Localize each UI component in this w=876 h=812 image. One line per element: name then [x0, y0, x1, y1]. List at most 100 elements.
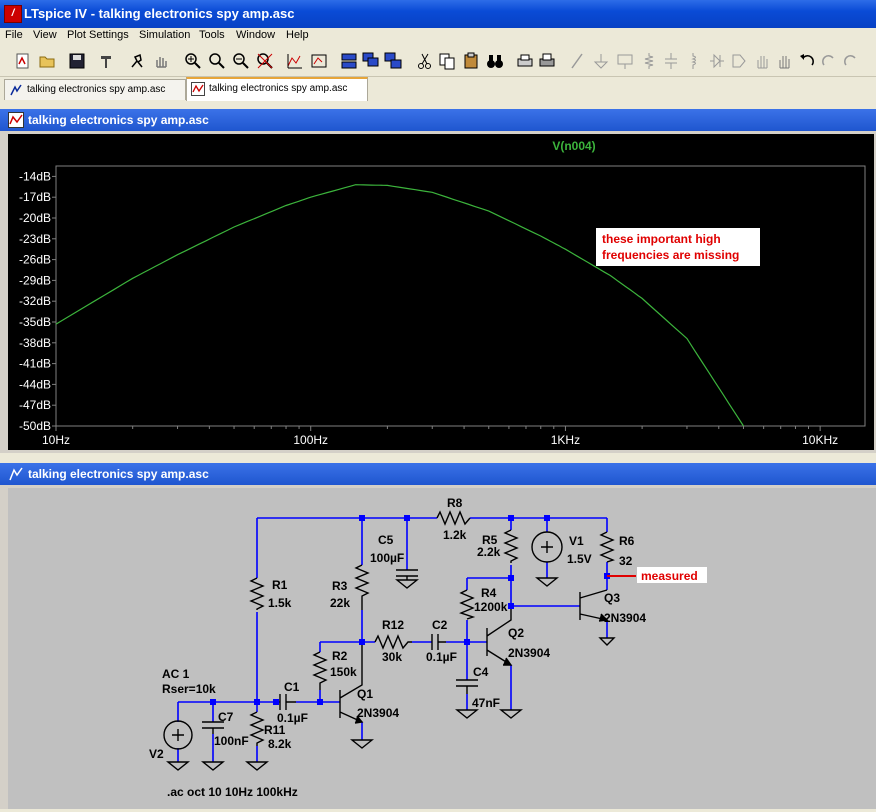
zoom-out-icon[interactable]	[232, 52, 250, 70]
autorange-icon[interactable]	[286, 52, 304, 70]
spice-directive[interactable]: .ac oct 10 10Hz 100kHz	[167, 785, 298, 799]
label-r6[interactable]: R6	[619, 534, 635, 548]
label-q1[interactable]: Q1	[357, 687, 373, 701]
label-r3[interactable]: R3	[332, 579, 348, 593]
rotate-icon[interactable]	[842, 52, 860, 70]
label-c5[interactable]: C5	[378, 533, 394, 547]
value-r2[interactable]: 150k	[330, 665, 357, 679]
label-r1[interactable]: R1	[272, 578, 288, 592]
label-q2[interactable]: Q2	[508, 626, 524, 640]
value-q2[interactable]: 2N3904	[508, 646, 550, 660]
value-c2[interactable]: 0.1µF	[426, 650, 457, 664]
diode-icon[interactable]	[708, 52, 726, 70]
pan-zoom-icon[interactable]	[208, 52, 226, 70]
schematic-drawing[interactable]: R8 1.2k C5 100µF R5 2.2k V1 1.5V R6 32 m…	[8, 488, 876, 809]
paste-icon[interactable]	[462, 52, 480, 70]
value-r11[interactable]: 8.2k	[268, 737, 292, 751]
halt-hand-icon[interactable]	[152, 52, 170, 70]
label-c2[interactable]: C2	[432, 618, 448, 632]
measured-label[interactable]: measured	[641, 569, 698, 583]
draw-wire-icon[interactable]	[568, 52, 586, 70]
plot-window-title-bar[interactable]: talking electronics spy amp.asc	[0, 109, 876, 131]
label-r5[interactable]: R5	[482, 533, 498, 547]
value-r4[interactable]: 1200k	[474, 600, 508, 614]
value-r8[interactable]: 1.2k	[443, 528, 467, 542]
capacitor-icon[interactable]	[662, 52, 680, 70]
run-simulation-icon[interactable]	[128, 52, 146, 70]
value-c4[interactable]: 47nF	[472, 696, 500, 710]
bode-plot[interactable]: -14dB-17dB-20dB-23dB-26dB-29dB-32dB-35dB…	[8, 134, 874, 450]
menu-window[interactable]: Window	[236, 29, 276, 41]
print-icon[interactable]	[538, 52, 556, 70]
undo-icon[interactable]	[798, 52, 816, 70]
value-q3[interactable]: 2N3904	[604, 611, 646, 625]
find-binoculars-icon[interactable]	[486, 52, 504, 70]
open-folder-icon[interactable]	[38, 52, 56, 70]
menu-file[interactable]: File	[5, 29, 23, 41]
label-net-icon[interactable]	[616, 52, 634, 70]
copy-icon[interactable]	[438, 52, 456, 70]
label-c1[interactable]: C1	[284, 680, 300, 694]
menu-view[interactable]: View	[33, 29, 57, 41]
trace-v-n004[interactable]	[55, 184, 745, 427]
source-ac-value[interactable]: AC 1	[162, 667, 190, 681]
label-v1[interactable]: V1	[569, 534, 584, 548]
zoom-fit-cancel-icon[interactable]	[256, 52, 274, 70]
pick-visible-traces-icon[interactable]	[310, 52, 328, 70]
y-tick-label: -41dB	[19, 357, 51, 371]
inductor-icon[interactable]	[684, 52, 702, 70]
value-v1[interactable]: 1.5V	[567, 552, 592, 566]
label-r12[interactable]: R12	[382, 618, 404, 632]
value-r3[interactable]: 22k	[330, 596, 350, 610]
menu-plot-settings[interactable]: Plot Settings	[67, 29, 129, 41]
tab-waveform[interactable]: talking electronics spy amp.asc	[186, 77, 368, 101]
label-v2[interactable]: V2	[149, 747, 164, 761]
value-r12[interactable]: 30k	[382, 650, 402, 664]
plot-area[interactable]: -14dB-17dB-20dB-23dB-26dB-29dB-32dB-35dB…	[8, 134, 874, 450]
tile-vertical-icon[interactable]	[384, 52, 402, 70]
tile-horizontal-icon[interactable]	[340, 52, 358, 70]
ltspice-app-icon[interactable]: /	[4, 5, 22, 23]
value-r1[interactable]: 1.5k	[268, 596, 292, 610]
tab-schematic[interactable]: talking electronics spy amp.asc	[4, 79, 186, 100]
value-c1[interactable]: 0.1µF	[277, 711, 308, 725]
schematic-window-title-bar[interactable]: talking electronics spy amp.asc	[0, 463, 876, 485]
plot-window-title: talking electronics spy amp.asc	[28, 113, 209, 127]
capacitor-c5	[396, 569, 418, 580]
save-icon[interactable]	[68, 52, 86, 70]
resistor-icon[interactable]	[640, 52, 658, 70]
menu-simulation[interactable]: Simulation	[139, 29, 191, 41]
menu-help[interactable]: Help	[286, 29, 309, 41]
ground-icon[interactable]	[592, 52, 610, 70]
label-c4[interactable]: C4	[473, 665, 489, 679]
value-c5[interactable]: 100µF	[370, 551, 404, 565]
move-hand-icon[interactable]	[754, 52, 772, 70]
label-r4[interactable]: R4	[481, 586, 497, 600]
schematic-canvas[interactable]: R8 1.2k C5 100µF R5 2.2k V1 1.5V R6 32 m…	[8, 488, 876, 809]
trace-legend-label[interactable]: V(n004)	[552, 139, 595, 153]
plot-frame	[55, 165, 866, 427]
zoom-in-icon[interactable]	[184, 52, 202, 70]
control-panel-hammer-icon[interactable]	[98, 52, 116, 70]
value-r5[interactable]: 2.2k	[477, 545, 501, 559]
redo-icon[interactable]	[820, 52, 838, 70]
label-q3[interactable]: Q3	[604, 591, 620, 605]
value-q1[interactable]: 2N3904	[357, 706, 399, 720]
label-r2[interactable]: R2	[332, 649, 348, 663]
menu-tools[interactable]: Tools	[199, 29, 225, 41]
label-r11[interactable]: R11	[264, 723, 286, 737]
cascade-windows-icon[interactable]	[362, 52, 380, 70]
label-r8[interactable]: R8	[447, 496, 463, 510]
component-icon[interactable]	[730, 52, 748, 70]
print-setup-icon[interactable]	[516, 52, 534, 70]
value-c7[interactable]: 100nF	[214, 734, 249, 748]
label-c7[interactable]: C7	[218, 710, 234, 724]
annotation-box	[596, 228, 760, 266]
value-r6[interactable]: 32	[619, 554, 633, 568]
y-tick-label: -20dB	[19, 211, 51, 225]
cut-scissors-icon[interactable]	[416, 52, 434, 70]
source-rser-value[interactable]: Rser=10k	[162, 682, 216, 696]
new-schematic-icon[interactable]	[14, 52, 32, 70]
resistor-r5	[503, 529, 519, 563]
drag-hand-icon[interactable]	[776, 52, 794, 70]
